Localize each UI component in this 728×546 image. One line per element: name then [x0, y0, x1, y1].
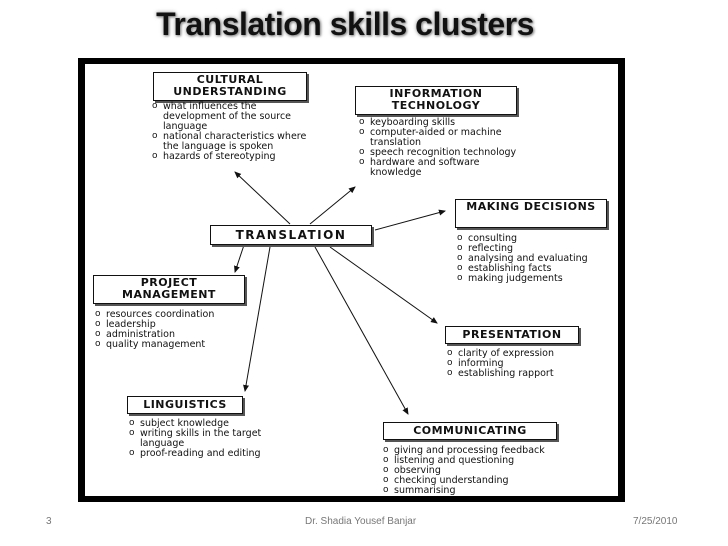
link-project	[234, 241, 246, 273]
list-item: analysing and evaluating	[455, 253, 615, 264]
list-item: speech recognition technology	[357, 147, 532, 158]
slide-number: 3	[46, 516, 52, 527]
cluster-list-presentation: clarity of expression informing establis…	[445, 348, 605, 379]
list-item: proof-reading and editing	[127, 448, 297, 459]
cluster-list-cultural: what influences the development of the s…	[150, 101, 320, 162]
list-item: establishing facts	[455, 263, 615, 274]
cluster-heading-communicating: COMMUNICATING	[383, 422, 557, 440]
link-it	[309, 186, 356, 225]
list-item: leadership	[93, 319, 263, 330]
cluster-heading-linguistics: LINGUISTICS	[127, 396, 243, 414]
list-item: resources coordination	[93, 309, 263, 320]
cluster-heading-decisions: MAKING DECISIONS	[455, 199, 607, 228]
cluster-list-communicating: giving and processing feedback listening…	[381, 445, 611, 496]
list-item: consulting	[455, 233, 615, 244]
footer-date: 7/25/2010	[633, 516, 678, 527]
list-item: what influences the development of the s…	[150, 101, 320, 132]
cluster-heading-project: PROJECT MANAGEMENT	[93, 275, 245, 304]
list-item: computer-aided or machine translation	[357, 127, 532, 148]
list-item: administration	[93, 329, 263, 340]
list-item: giving and processing feedback	[381, 445, 611, 456]
list-item: observing	[381, 465, 611, 476]
link-communicating	[314, 246, 409, 415]
cluster-list-decisions: consulting reflecting analysing and eval…	[455, 233, 615, 284]
cluster-heading-cultural: CULTURAL UNDERSTANDING	[153, 72, 307, 101]
list-item: checking understanding	[381, 475, 611, 486]
cluster-list-it: keyboarding skills computer-aided or mac…	[357, 117, 532, 178]
list-item: informing	[445, 358, 605, 369]
link-presentation	[329, 246, 438, 324]
list-item: clarity of expression	[445, 348, 605, 359]
list-item: writing skills in the target language	[127, 428, 297, 449]
list-item: national characteristics where the langu…	[150, 131, 320, 152]
cluster-list-linguistics: subject knowledge writing skills in the …	[127, 418, 297, 459]
list-item: summarising	[381, 485, 611, 496]
list-item: making judgements	[455, 273, 615, 284]
center-node-translation: TRANSLATION	[210, 225, 372, 245]
footer-author: Dr. Shadia Yousef Banjar	[305, 516, 417, 527]
list-item: listening and questioning	[381, 455, 611, 466]
list-item: quality management	[93, 339, 263, 350]
list-item: keyboarding skills	[357, 117, 532, 128]
list-item: hazards of stereotyping	[150, 151, 320, 162]
cluster-list-project: resources coordination leadership admini…	[93, 309, 263, 350]
cluster-heading-presentation: PRESENTATION	[445, 326, 579, 344]
list-item: hardware and software knowledge	[357, 157, 532, 178]
cluster-heading-it: INFORMATION TECHNOLOGY	[355, 86, 517, 115]
list-item: reflecting	[455, 243, 615, 254]
link-cultural	[234, 171, 291, 225]
slide-title: Translation skills clusters	[156, 6, 534, 42]
link-decisions	[374, 209, 446, 231]
list-item: subject knowledge	[127, 418, 297, 429]
diagram-canvas: TRANSLATION CULTURAL UNDERSTANDING what …	[85, 64, 618, 496]
list-item: establishing rapport	[445, 368, 605, 379]
